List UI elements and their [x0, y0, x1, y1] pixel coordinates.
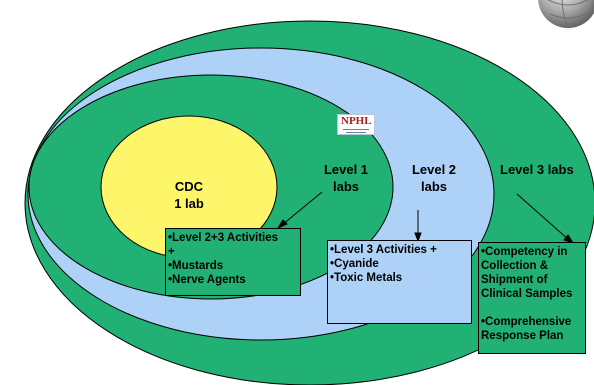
box-line: +	[168, 246, 175, 258]
box-line: •Level 2+3 Activities	[168, 232, 279, 244]
level3-label: Level 3 labs	[500, 162, 574, 177]
box-line: Clinical Samples	[481, 288, 573, 300]
box-line: Shipment of	[481, 274, 548, 286]
level2-label-line1: Level 2	[411, 162, 457, 177]
box-line: •Level 3 Activities +	[330, 244, 437, 256]
level3-activities-box: •Competency in Collection & Shipment of …	[478, 242, 586, 354]
box-line: •Comprehensive	[481, 316, 572, 328]
cdc-label-line2: 1 lab	[174, 196, 204, 211]
box-line: •Competency in	[481, 246, 568, 258]
level1-label-line1: Level 1	[323, 162, 369, 177]
level2-label: Level 2 labs	[403, 161, 465, 195]
globe-icon	[538, 0, 594, 29]
box-line: •Nerve Agents	[168, 274, 246, 286]
cdc-label-line1: CDC	[174, 179, 204, 194]
box-spacer	[481, 301, 583, 315]
level1-label-line2: labs	[332, 179, 359, 194]
logo-line	[346, 132, 366, 133]
arrow-level1	[281, 191, 323, 226]
box-line: •Cyanide	[330, 258, 379, 270]
box-line: Response Plan	[481, 330, 564, 342]
box-line: •Mustards	[168, 260, 224, 272]
cdc-label: CDC 1 lab	[160, 178, 218, 212]
logo-line	[343, 129, 369, 130]
box-line: •Toxic Metals	[330, 272, 403, 284]
arrow-level3	[516, 193, 570, 241]
level2-activities-box: •Level 3 Activities + •Cyanide •Toxic Me…	[327, 240, 472, 324]
level2-label-line2: labs	[420, 179, 447, 194]
level1-label: Level 1 labs	[315, 161, 377, 195]
arrow-level2-head	[414, 232, 422, 243]
nphl-logo: NPHL	[337, 114, 375, 135]
arrow-level1-head	[276, 219, 288, 230]
level1-activities-box: •Level 2+3 Activities + •Mustards •Nerve…	[165, 228, 301, 296]
box-line: Collection &	[481, 260, 549, 272]
logo-text: NPHL	[341, 115, 372, 127]
arrow-level3-head	[563, 234, 575, 244]
